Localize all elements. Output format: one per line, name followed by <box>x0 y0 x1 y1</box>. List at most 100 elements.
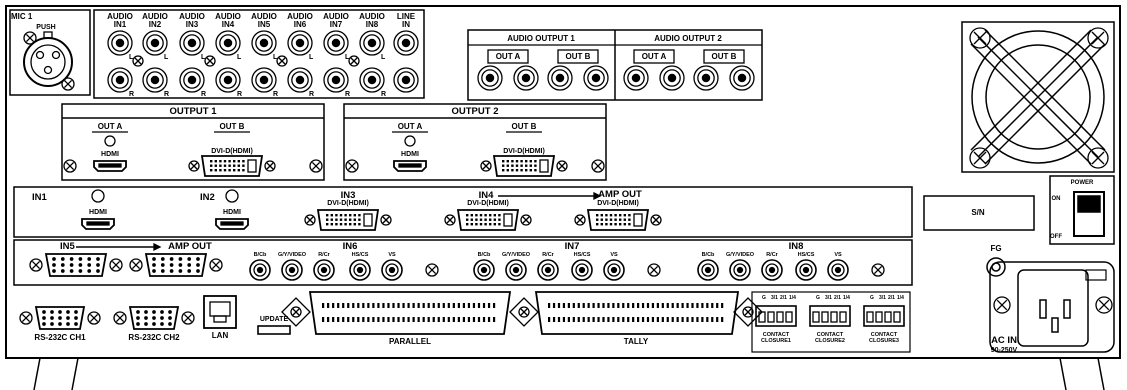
in2-led <box>225 189 239 203</box>
audio-output1-out-b-label: OUT B <box>565 52 591 61</box>
mic-screw <box>23 31 37 45</box>
audio-in5-label: AUDIO IN5 <box>251 12 277 29</box>
in2-hdmi-label: HDMI <box>223 209 241 216</box>
audio-in4-label: AUDIO IN4 <box>215 12 241 29</box>
output1-out-b-label: OUT B <box>219 122 245 131</box>
contact-closure2-label: CONTACT CLOSURE2 <box>815 332 845 344</box>
in8-bnc-label: HS/CS <box>797 252 815 258</box>
audio-in7-left-jack <box>323 30 349 56</box>
channel-letter-right: R <box>164 91 170 98</box>
audio-in8-left-jack <box>359 30 385 56</box>
in6-bnc-port <box>349 259 371 281</box>
audio-in1-right-jack <box>107 67 133 93</box>
output1-hdmi-label: HDMI <box>101 151 119 158</box>
channel-letter-left: L <box>201 54 206 61</box>
in4-dvi-port <box>456 209 520 231</box>
audio-in8-right-jack <box>359 67 385 93</box>
rs232c-ch1-port <box>34 306 86 330</box>
audio-output2-jack <box>623 65 649 91</box>
output1-dvi-label: DVI-D(HDMI) <box>211 148 253 155</box>
output2-out-b-label: OUT B <box>511 122 537 131</box>
parallel-label: PARALLEL <box>388 337 432 346</box>
audio-output2-title: AUDIO OUTPUT 2 <box>654 34 722 43</box>
audio-output1-title: AUDIO OUTPUT 1 <box>507 34 575 43</box>
channel-letter-right: R <box>237 91 243 98</box>
channel-letter-left: L <box>164 54 169 61</box>
audio-in1-left-jack <box>107 30 133 56</box>
output2-hdmi-label: HDMI <box>401 151 419 158</box>
channel-letter-left: L <box>129 54 134 61</box>
in7-bnc-label: G/Y/VIDEO <box>501 252 531 258</box>
in3-dvi-port <box>316 209 380 231</box>
in1-hdmi-label: HDMI <box>89 209 107 216</box>
rs232c-ch2-port <box>128 306 180 330</box>
contact-pin-label: G <box>816 295 820 301</box>
audio-in6-label: AUDIO IN6 <box>287 12 313 29</box>
channel-letter-left: L <box>237 54 242 61</box>
lan-port <box>203 295 237 329</box>
contact-closure3-terminal <box>863 305 905 327</box>
contact-closure1-terminal <box>755 305 797 327</box>
in8-bnc-port <box>697 259 719 281</box>
in2-hdmi-port <box>215 218 249 230</box>
output2-dvi-port <box>492 155 556 177</box>
audio-output1-jack <box>513 65 539 91</box>
update-label: UPDATE <box>259 316 289 323</box>
audio-in1-label: AUDIO IN1 <box>107 12 133 29</box>
audio-in3-label: AUDIO IN3 <box>179 12 205 29</box>
parallel-connector <box>308 291 512 335</box>
ac-in-label: AC IN <box>991 335 1017 346</box>
audio-in5-right-jack <box>251 67 277 93</box>
line-in-right-jack <box>393 67 419 93</box>
audio-output2-jack <box>729 65 755 91</box>
contact-pin-label: 2/1 <box>780 295 787 301</box>
output1-led <box>104 135 116 147</box>
in7-bnc-port <box>571 259 593 281</box>
fg-label: FG <box>990 244 1002 253</box>
audio-in2-left-jack <box>142 30 168 56</box>
power-label: POWER <box>1070 180 1094 186</box>
output1-dvi-port <box>200 155 264 177</box>
rs232c-ch1-label: RS-232C CH1 <box>34 333 86 342</box>
in6-bnc-label: HS/CS <box>351 252 369 258</box>
output1-out-a-label: OUT A <box>97 122 123 131</box>
amp-out-label-1: AMP OUT <box>598 189 642 200</box>
in8-bnc-port <box>795 259 817 281</box>
in6-bnc-port <box>249 259 271 281</box>
amp-out-dvi-label: DVI-D(HDMI) <box>597 200 639 207</box>
channel-letter-right: R <box>309 91 315 98</box>
line-in-left-jack <box>393 30 419 56</box>
contact-pin-label: 3/1 <box>879 295 886 301</box>
contact-pin-label: 2/1 <box>834 295 841 301</box>
in2-label: IN2 <box>200 192 215 203</box>
audio-in7-right-jack <box>323 67 349 93</box>
in8-bnc-label: G/Y/VIDEO <box>725 252 755 258</box>
in6-label: IN6 <box>342 241 358 252</box>
in5-vga-port <box>44 253 108 277</box>
audio-in6-left-jack <box>287 30 313 56</box>
output1-hdmi-port <box>93 160 127 172</box>
output2-led <box>404 135 416 147</box>
rs232c-ch2-label: RS-232C CH2 <box>128 333 180 342</box>
output2-title: OUTPUT 2 <box>451 106 499 117</box>
mic-push-label: PUSH <box>36 24 56 31</box>
audio-output1-jack <box>477 65 503 91</box>
channel-letter-right: R <box>273 91 279 98</box>
channel-letter-left: L <box>273 54 278 61</box>
in4-dvi-label: DVI-D(HDMI) <box>467 200 509 207</box>
output2-out-a-label: OUT A <box>397 122 423 131</box>
in6-bnc-label: R/Cr <box>318 252 330 258</box>
in8-bnc-port <box>827 259 849 281</box>
contact-closure3-label: CONTACT CLOSURE3 <box>869 332 899 344</box>
audio-output1-out-a-label: OUT A <box>495 52 521 61</box>
power-on-label: ON <box>1051 196 1061 202</box>
in7-bnc-port <box>537 259 559 281</box>
contact-pin-label: 1/4 <box>843 295 850 301</box>
tally-label: TALLY <box>623 337 649 346</box>
in7-bnc-label: B/Cb <box>477 252 491 258</box>
contact-pin-label: G <box>762 295 766 301</box>
in7-label: IN7 <box>564 241 580 252</box>
in7-bnc-label: VS <box>610 252 618 258</box>
